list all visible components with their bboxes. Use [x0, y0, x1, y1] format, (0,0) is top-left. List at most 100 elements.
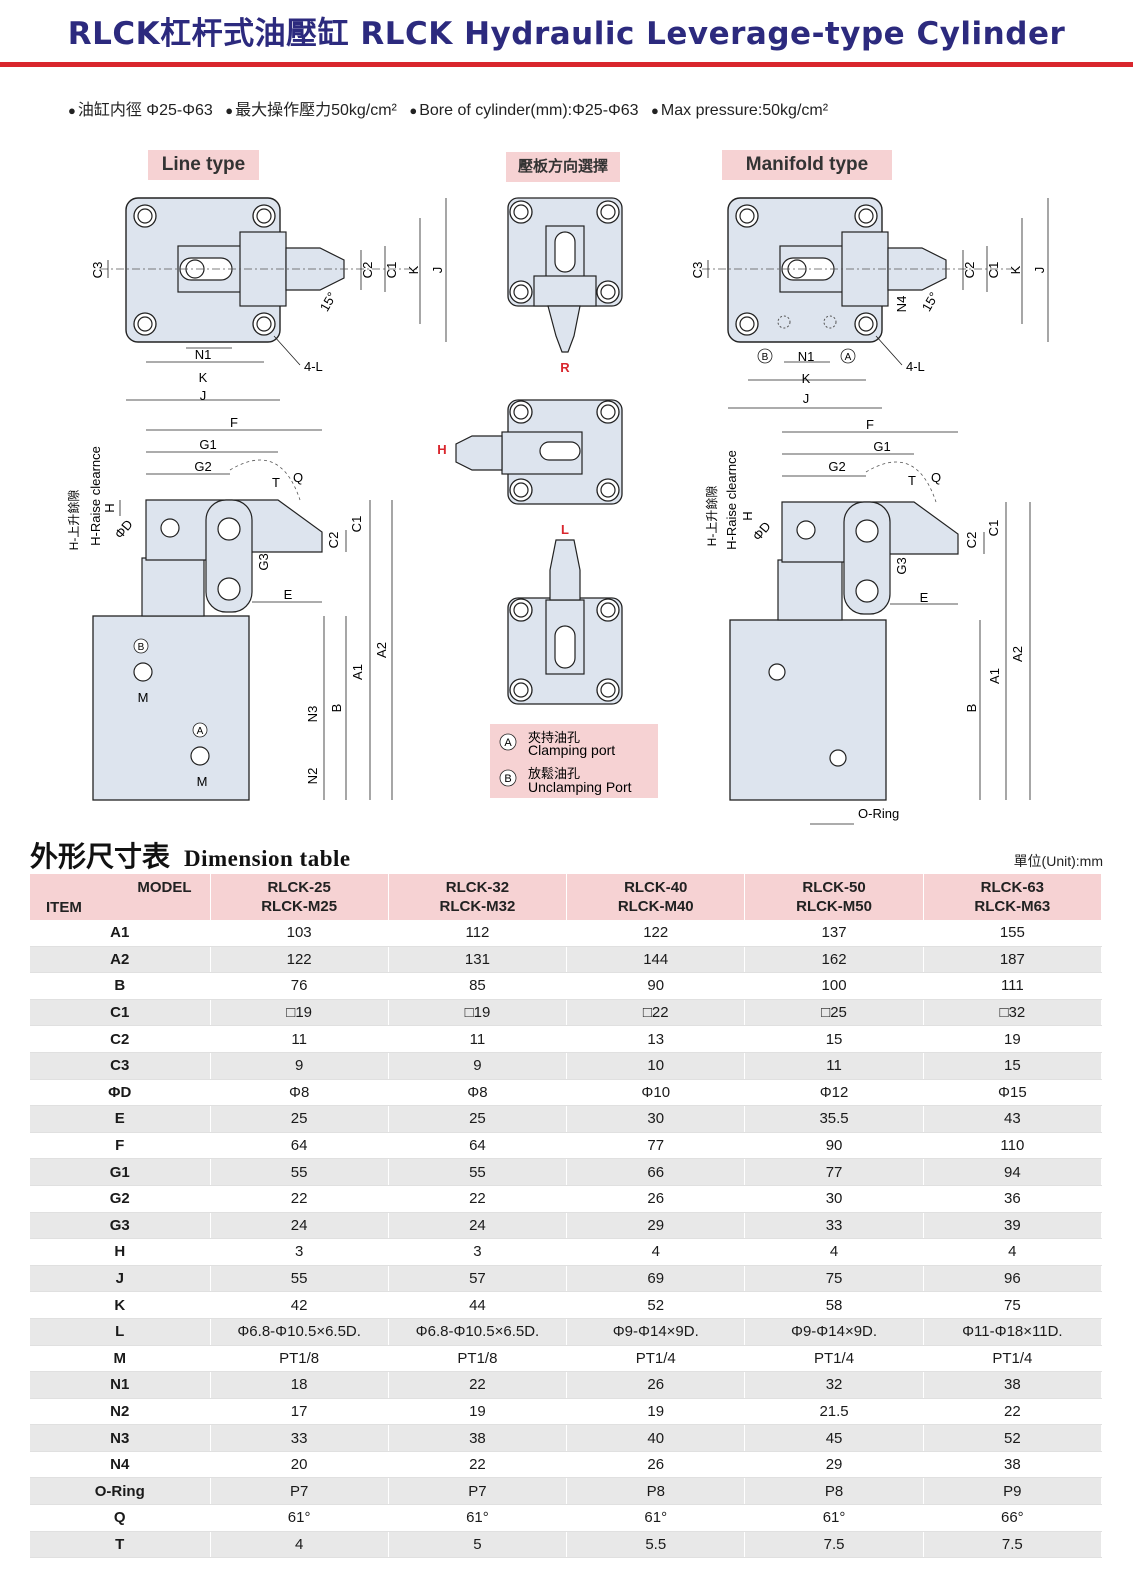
table-cell: 33 [744, 1212, 924, 1240]
table-cell: P7 [210, 1477, 389, 1506]
row-item-label: N3 [30, 1424, 211, 1452]
direction-h-view: H [437, 399, 623, 505]
table-cell: 103 [210, 920, 389, 947]
table-cell: 4 [210, 1531, 389, 1559]
table-cell: 64 [388, 1132, 568, 1160]
table-cell: 20 [210, 1451, 389, 1479]
svg-text:B: B [138, 642, 145, 653]
svg-text:N2: N2 [305, 768, 320, 785]
header-model: MODEL [137, 879, 192, 896]
svg-text:B: B [964, 704, 979, 713]
svg-text:J: J [1032, 267, 1047, 274]
table-cell: 77 [566, 1132, 746, 1160]
table-cell: Φ12 [744, 1079, 924, 1107]
spec-bore-en: Bore of cylinder(mm):Φ25-Φ63 [419, 102, 639, 119]
svg-text:15°: 15° [919, 289, 942, 314]
row-item-label: Q [30, 1504, 211, 1532]
table-cell: 61° [388, 1504, 568, 1532]
table-cell: 21.5 [744, 1398, 924, 1426]
svg-text:K: K [802, 371, 811, 386]
port-a-code: A [504, 737, 512, 749]
table-cell: 61° [566, 1504, 746, 1532]
svg-text:H-上升餘隙: H-上升餘隙 [66, 490, 81, 551]
table-cell: 58 [744, 1291, 924, 1319]
svg-text:G1: G1 [199, 437, 216, 452]
svg-text:A2: A2 [374, 642, 389, 658]
table-cell: P9 [923, 1477, 1103, 1506]
table-cell: 90 [744, 1132, 924, 1160]
row-item-label: A1 [30, 920, 211, 947]
svg-text:G1: G1 [873, 439, 890, 454]
table-cell: 33 [210, 1424, 389, 1452]
row-item-label: B [30, 972, 211, 1000]
table-cell: 131 [388, 946, 568, 974]
spec-pressure-en: Max pressure:50kg/cm² [660, 102, 829, 119]
row-item-label: H [30, 1238, 211, 1266]
manifold-type-side-view: F G1 G2 T Q E G3 C2 C1 B A1 A2 ΦD H H-上升… [704, 417, 1031, 825]
svg-text:B: B [762, 352, 769, 363]
svg-text:G3: G3 [894, 557, 909, 574]
table-cell: P8 [566, 1477, 746, 1506]
bullet-icon: ● [225, 103, 234, 118]
table-cell: 111 [923, 972, 1103, 1000]
header-item: ITEM [46, 899, 82, 916]
table-cell: 19 [388, 1398, 568, 1426]
line-type-label: Line type [148, 150, 259, 180]
table-cell: 19 [923, 1025, 1103, 1053]
table-cell: 15 [923, 1052, 1103, 1080]
table-cell: 22 [388, 1185, 568, 1213]
svg-text:G2: G2 [828, 459, 845, 474]
row-item-label: C2 [30, 1025, 211, 1053]
svg-text:C2: C2 [326, 532, 341, 549]
table-cell: 43 [923, 1105, 1103, 1133]
svg-text:H-Raise clearnce: H-Raise clearnce [88, 446, 103, 546]
table-cell: 18 [210, 1371, 389, 1399]
row-item-label: M [30, 1345, 211, 1373]
table-cell: 11 [388, 1025, 568, 1053]
svg-text:N3: N3 [305, 706, 320, 723]
table-cell: 26 [566, 1185, 746, 1213]
svg-text:C2: C2 [964, 532, 979, 549]
table-cell: 69 [566, 1265, 746, 1293]
table-cell: Φ8 [388, 1079, 568, 1107]
row-item-label: T [30, 1531, 211, 1559]
table-cell: 55 [210, 1265, 389, 1293]
table-cell: 15 [744, 1025, 924, 1053]
table-title-cn: 外形尺寸表 [30, 840, 171, 873]
table-cell: PT1/4 [923, 1345, 1103, 1373]
table-cell: 11 [744, 1052, 924, 1080]
table-cell: 22 [388, 1451, 568, 1479]
table-cell: 30 [566, 1105, 746, 1133]
port-a-cn: 夾持油孔 [528, 730, 580, 745]
table-cell: 4 [744, 1238, 924, 1266]
row-item-label: C1 [30, 999, 211, 1027]
manifold-type-top-view: C3 C2 C1 K J N4 15° B N1 A K J 4-L [690, 197, 1049, 409]
table-cell: 94 [923, 1158, 1103, 1186]
table-cell: 36 [923, 1185, 1103, 1213]
port-b-en: Unclamping Port [528, 779, 632, 795]
table-cell: 35.5 [744, 1105, 924, 1133]
svg-text:N1: N1 [798, 349, 815, 364]
svg-text:A1: A1 [350, 664, 365, 680]
table-cell: 9 [210, 1052, 389, 1080]
bullet-icon: ● [409, 103, 418, 118]
manifold-type-label: Manifold type [722, 150, 892, 180]
row-item-label: F [30, 1132, 211, 1160]
svg-text:J: J [200, 388, 207, 403]
table-cell: 155 [923, 920, 1103, 947]
bullet-icon: ● [68, 103, 76, 118]
